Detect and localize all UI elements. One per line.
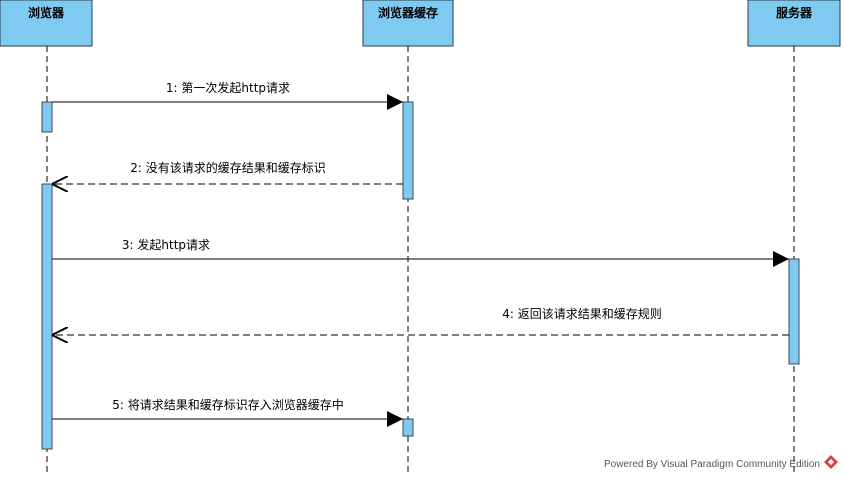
lifeline-cache-box[interactable] [362,0,454,47]
message-3-label: 3: 发起http请求 [122,237,210,252]
lifeline-browser-box[interactable] [0,0,93,47]
message-4[interactable]: 4: 返回该请求结果和缓存规则 [52,306,789,335]
activation-server-1 [788,258,800,365]
message-2[interactable]: 2: 没有该请求的缓存结果和缓存标识 [52,160,403,184]
message-5[interactable]: 5: 将请求结果和缓存标识存入浏览器缓存中 [52,397,403,427]
lifeline-cache-title: 浏览器缓存 [378,5,438,20]
message-3[interactable]: 3: 发起http请求 [52,237,789,267]
activation-browser-1 [41,101,53,133]
lifeline-browser-title: 浏览器 [28,5,65,20]
message-2-label: 2: 没有该请求的缓存结果和缓存标识 [130,160,326,175]
message-4-label: 4: 返回该请求结果和缓存规则 [502,306,662,321]
message-1-label: 1: 第一次发起http请求 [166,80,290,95]
message-5-label: 5: 将请求结果和缓存标识存入浏览器缓存中 [112,397,344,412]
lifeline-server[interactable]: 服务器 [747,0,841,476]
visual-paradigm-logo-icon [824,455,838,469]
footer-text: Powered By Visual Paradigm Community Edi… [604,459,820,470]
lifeline-cache[interactable]: 浏览器缓存 [362,0,454,476]
lifeline-server-title: 服务器 [776,5,813,20]
message-1[interactable]: 1: 第一次发起http请求 [52,80,403,110]
activation-cache-1 [402,101,414,200]
activation-browser-2 [41,183,53,450]
activation-cache-2 [402,418,414,437]
lifeline-server-box[interactable] [747,0,841,47]
footer: Powered By Visual Paradigm Community Edi… [604,455,838,470]
